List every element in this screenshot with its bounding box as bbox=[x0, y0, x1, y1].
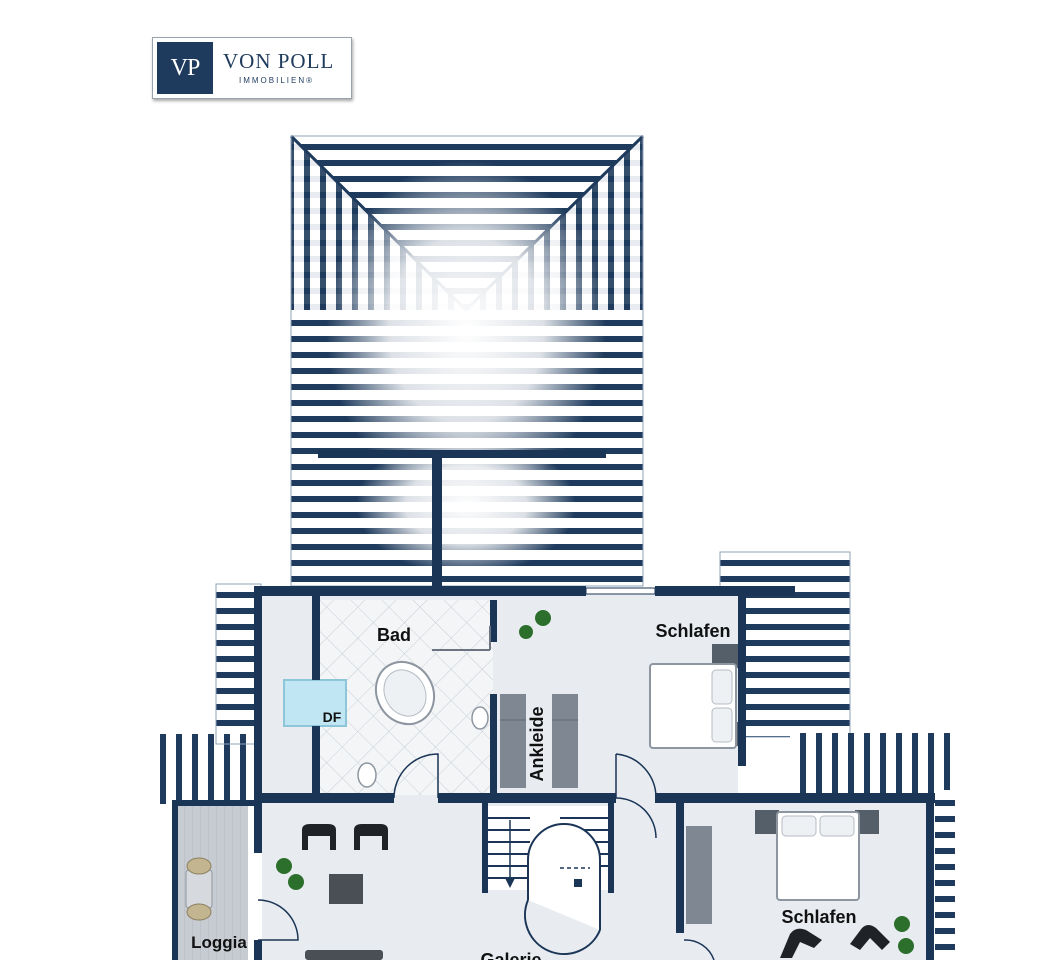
logo-name: VON POLL bbox=[223, 49, 335, 73]
logo-subtitle: IMMOBILIEN® bbox=[239, 76, 315, 85]
galerie-furniture bbox=[302, 824, 890, 960]
roof-right bbox=[719, 551, 955, 960]
shower-screen bbox=[432, 626, 491, 651]
roof-upper bbox=[289, 134, 645, 587]
plants bbox=[276, 610, 914, 954]
room-label-loggia: Loggia bbox=[191, 933, 247, 952]
staircase bbox=[488, 806, 608, 955]
room-label-schlafen-upper: Schlafen bbox=[655, 621, 730, 641]
bathtub bbox=[374, 660, 436, 726]
door-arcs bbox=[257, 753, 715, 960]
logo-mark-text: VP bbox=[170, 55, 201, 81]
bed-lower bbox=[755, 810, 879, 901]
walls bbox=[172, 586, 935, 960]
bed-upper bbox=[649, 644, 738, 749]
room-label-schlafen-lower: Schlafen bbox=[781, 907, 856, 927]
window-top bbox=[585, 587, 656, 595]
room-label-galerie: Galerie bbox=[480, 950, 541, 960]
logo-mark: VP bbox=[157, 42, 213, 94]
wc bbox=[357, 706, 489, 788]
room-label-df: DF bbox=[323, 709, 342, 725]
loggia-table bbox=[185, 857, 213, 921]
room-label-bad: Bad bbox=[377, 625, 411, 645]
roof-left bbox=[155, 583, 262, 804]
room-label-ankleide: Ankleide bbox=[527, 706, 547, 781]
wardrobes bbox=[500, 694, 712, 924]
von-poll-logo: VP VON POLL IMMOBILIEN® bbox=[152, 37, 352, 99]
